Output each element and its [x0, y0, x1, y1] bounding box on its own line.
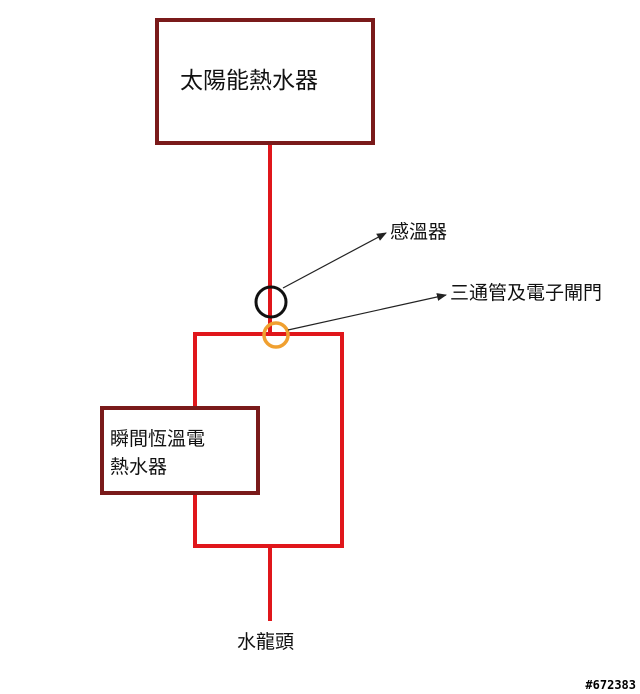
temp-sensor-icon	[254, 285, 288, 319]
pipe-network	[193, 143, 344, 621]
valve-pointer-arrow	[287, 293, 447, 331]
instant-heater-box: 瞬間恆溫電 熱水器	[100, 406, 260, 495]
instant-heater-label-line1: 瞬間恆溫電	[110, 428, 205, 450]
solar-heater-box: 太陽能熱水器	[155, 18, 375, 145]
valve-icon	[262, 321, 290, 349]
instant-heater-label-line2: 熱水器	[110, 456, 167, 478]
solar-heater-label: 太陽能熱水器	[180, 68, 318, 94]
valve-label: 三通管及電子閘門	[450, 282, 602, 304]
sensor-pointer-arrow	[282, 232, 387, 289]
temp-sensor-label: 感溫器	[390, 221, 447, 243]
faucet-label: 水龍頭	[237, 631, 294, 653]
watermark-text: #672383	[585, 678, 636, 692]
